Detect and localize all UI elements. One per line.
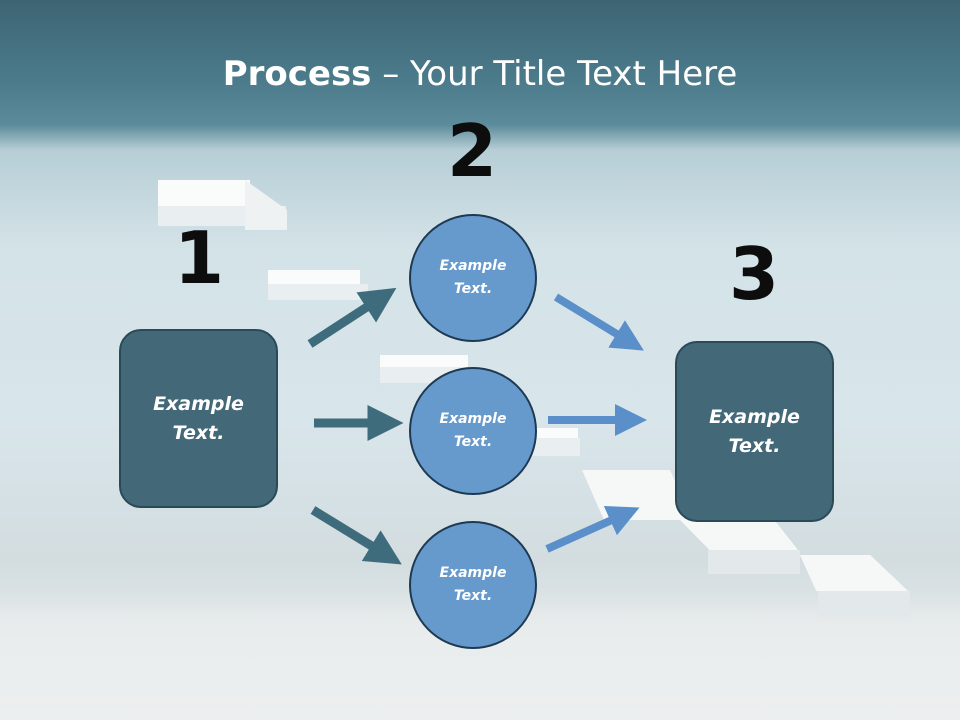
circle-middle-text: Example Text. [439, 411, 507, 450]
arrow-left-to-top [307, 287, 397, 348]
right-process-box: Example Text. [675, 341, 834, 522]
circle-middle: Example Text. [409, 367, 537, 495]
step-number-3: 3 [728, 232, 780, 316]
arrow-top-to-right [553, 293, 644, 351]
step-number-2: 2 [446, 109, 498, 193]
slide-title: Process – Your Title Text Here [0, 52, 960, 96]
step-number-1: 1 [173, 216, 225, 300]
circle-top: Example Text. [409, 214, 537, 342]
arrow-left-to-bottom [310, 506, 402, 565]
circle-top-text: Example Text. [439, 258, 507, 297]
title-bold: Process [222, 54, 372, 94]
arrow-bottom-to-right [545, 506, 640, 553]
right-box-text: Example Text. [709, 405, 800, 457]
title-rest: – Your Title Text Here [371, 54, 738, 94]
left-process-box: Example Text. [119, 329, 278, 508]
circle-bottom: Example Text. [409, 521, 537, 649]
left-box-text: Example Text. [153, 392, 244, 444]
circle-bottom-text: Example Text. [439, 565, 507, 604]
